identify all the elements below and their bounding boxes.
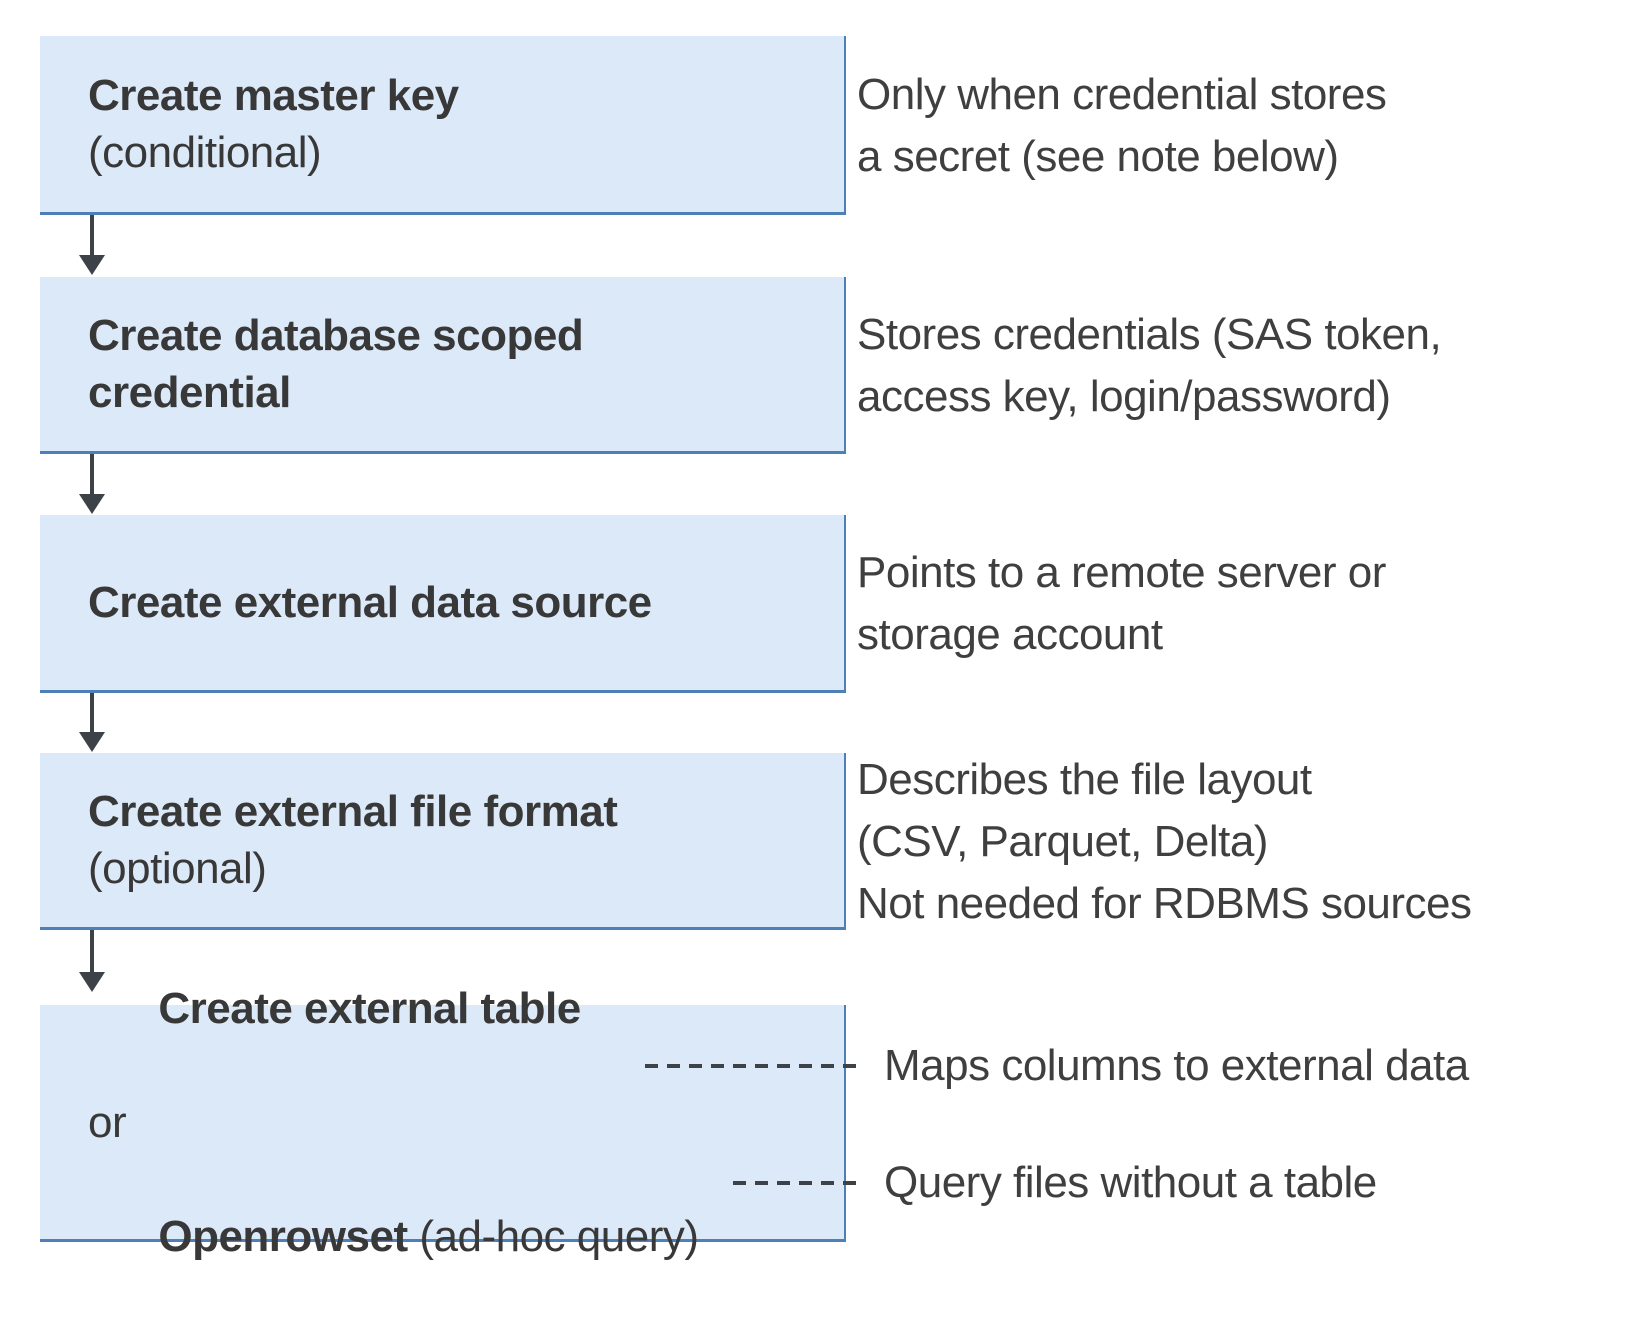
dashed-connector-table xyxy=(645,1064,865,1068)
box-line-openrowset: Openrowset (ad-hoc query) xyxy=(88,1151,820,1322)
down-arrow-icon xyxy=(79,215,105,275)
workflow-diagram: Create master key (conditional) Only whe… xyxy=(40,36,1473,1261)
arrow-shaft xyxy=(90,930,94,976)
flow-box-external-data-source: Create external data source xyxy=(40,515,846,693)
note-master-key: Only when credential stores a secret (se… xyxy=(857,69,1387,181)
down-arrow-icon xyxy=(79,454,105,514)
box-title: Create master key xyxy=(88,71,459,120)
flow-box-external-table-openrowset: Create external table or Openrowset (ad-… xyxy=(40,984,846,1261)
note-external-table: Maps columns to external data xyxy=(884,1041,1469,1090)
note-external-data-source: Points to a remote server or storage acc… xyxy=(857,548,1386,659)
note-openrowset: Query files without a table xyxy=(884,1158,1377,1207)
box-title: Create database scoped credential xyxy=(88,311,584,417)
arrow-shaft xyxy=(90,693,94,736)
box-subtitle: (optional) xyxy=(88,844,267,893)
flow-box-scoped-credential: Create database scoped credential xyxy=(40,277,846,454)
box-subtitle: (ad-hoc query) xyxy=(407,1211,699,1261)
box-subtitle: (conditional) xyxy=(88,128,322,177)
arrow-head xyxy=(79,972,105,992)
arrow-head xyxy=(79,732,105,752)
box-title: Create external table xyxy=(158,983,581,1033)
arrow-shaft xyxy=(90,454,94,498)
box-title: Create external data source xyxy=(88,578,652,627)
dashed-connector-openrowset xyxy=(733,1181,865,1185)
flow-box-master-key: Create master key (conditional) xyxy=(40,36,846,215)
down-arrow-icon xyxy=(79,693,105,752)
arrow-head xyxy=(79,494,105,514)
down-arrow-icon xyxy=(79,930,105,992)
box-line-external-table: Create external table xyxy=(88,923,820,1094)
note-scoped-credential: Stores credentials (SAS token, access ke… xyxy=(857,309,1442,421)
flow-box-external-file-format: Create external file format (optional) xyxy=(40,753,846,930)
arrow-shaft xyxy=(90,215,94,259)
box-title: Create external file format xyxy=(88,787,618,836)
arrow-head xyxy=(79,255,105,275)
note-external-file-format: Describes the file layout (CSV, Parquet,… xyxy=(857,754,1472,928)
box-title: Openrowset xyxy=(158,1211,408,1261)
box-line-or: or xyxy=(88,1097,127,1147)
